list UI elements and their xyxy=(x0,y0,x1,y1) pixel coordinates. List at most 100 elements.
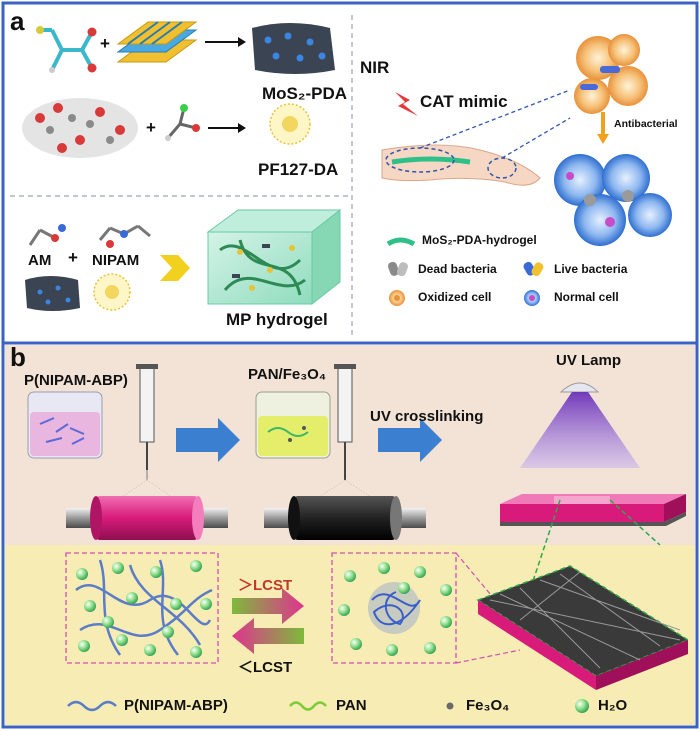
legend-hydrogel-icon xyxy=(386,237,416,247)
cat-mimic-label: CAT mimic xyxy=(420,92,508,111)
collapsed-chains-ball xyxy=(368,582,421,634)
blue-arrow-1-icon xyxy=(176,418,240,462)
legend-normal-cell-icon xyxy=(524,290,540,306)
nir-label: NIR xyxy=(360,58,390,77)
legend-live-bacteria-label: Live bacteria xyxy=(554,262,628,276)
lt-lcst-label: ＜LCST xyxy=(238,659,293,676)
extended-chains-network xyxy=(75,559,213,656)
nipam-label: NIPAM xyxy=(92,252,140,269)
fiber-membrane-zoom xyxy=(476,565,690,690)
water-droplet xyxy=(424,642,436,654)
arrow-to-mos2-pda xyxy=(205,37,246,47)
legend-p-nipam-abp-label: P(NIPAM-ABP) xyxy=(124,697,228,714)
water-droplet xyxy=(386,644,398,656)
water-droplet xyxy=(414,566,426,578)
p-nipam-abp-label: P(NIPAM-ABP) xyxy=(24,372,128,389)
water-molecules-collapsed xyxy=(338,562,452,656)
extended-state-box xyxy=(65,552,219,664)
water-molecules-extended xyxy=(76,560,212,658)
oxidized-cells-cluster-icon xyxy=(574,34,648,114)
water-droplet xyxy=(190,646,202,658)
beaker-p-nipam-abp-icon xyxy=(27,391,103,459)
water-droplet xyxy=(338,604,350,616)
acryloyl-chloride-molecule-icon xyxy=(165,104,200,141)
water-droplet xyxy=(344,570,356,582)
water-droplet xyxy=(200,598,212,610)
water-droplet xyxy=(112,562,124,574)
legend-dead-bacteria-label: Dead bacteria xyxy=(418,262,497,276)
blue-arrow-2-icon xyxy=(378,418,442,462)
uv-lamp-label: UV Lamp xyxy=(556,352,622,369)
nipam-molecule-icon xyxy=(98,224,151,248)
legend-fe3o4-icon xyxy=(446,702,454,710)
water-droplet xyxy=(102,616,114,628)
pf127-da-micelle-icon xyxy=(269,103,311,145)
panel-a-letter: a xyxy=(10,6,25,36)
antibacterial-arrow-icon xyxy=(597,112,609,144)
pf127-da-label: PF127-DA xyxy=(258,160,339,179)
legend-pan-label: PAN xyxy=(336,697,367,714)
mp-hydrogel-cube-icon xyxy=(206,208,342,306)
water-droplet xyxy=(116,634,128,646)
legend-oxidized-cell-label: Oxidized cell xyxy=(418,290,492,304)
water-droplet xyxy=(76,568,88,580)
water-droplet xyxy=(78,640,90,652)
water-droplet xyxy=(84,600,96,612)
legend-normal-cell-label: Normal cell xyxy=(554,290,619,304)
legend-h2o-label: H₂O xyxy=(598,697,628,714)
lcst-arrow-left xyxy=(232,618,304,654)
normal-cells-cluster-icon xyxy=(554,154,672,246)
plus-sign-1: + xyxy=(100,34,110,53)
dopamine-molecule-icon xyxy=(36,26,97,73)
water-droplet xyxy=(398,582,410,594)
am-molecule-icon xyxy=(28,224,66,246)
legend-dead-bacteria-icon xyxy=(387,261,408,277)
collapsed-state-box xyxy=(331,552,457,664)
uv-lamp-icon xyxy=(520,382,640,468)
legend-fe3o4-label: Fe₃O₄ xyxy=(466,697,510,714)
water-droplet xyxy=(190,560,202,572)
arrow-to-pf127-da xyxy=(208,123,246,133)
water-droplet xyxy=(350,638,362,650)
plus-sign-2: + xyxy=(146,118,156,137)
mos2-pda-label: MoS₂-PDA xyxy=(262,84,347,103)
legend-pan-icon xyxy=(289,701,327,711)
panel-b-letter: b xyxy=(10,342,26,372)
collector-roller-pink xyxy=(66,496,228,540)
legend-live-bacteria-icon xyxy=(523,261,544,277)
collector-roller-black xyxy=(264,496,426,540)
mos2-pda-small-sheet-icon xyxy=(25,276,80,311)
plus-sign-3: + xyxy=(68,248,78,267)
gt-lcst-label: ＞LCST xyxy=(238,577,293,594)
pf127-small-micelle-icon xyxy=(93,273,131,311)
water-droplet xyxy=(126,592,138,604)
water-droplet xyxy=(170,598,182,610)
syringe-1-icon xyxy=(136,364,158,480)
water-droplet xyxy=(162,626,174,638)
water-droplet xyxy=(150,566,162,578)
pf127-molecule-icon xyxy=(22,98,138,158)
mos2-nanosheets-icon xyxy=(116,21,198,63)
pan-fe3o4-label: PAN/Fe₃O₄ xyxy=(248,366,326,383)
mos2-pda-sheet-icon xyxy=(252,23,335,74)
mp-hydrogel-label: MP hydrogel xyxy=(226,310,328,329)
uv-crosslinking-label: UV crosslinking xyxy=(370,408,484,425)
crosslinked-membrane-slab xyxy=(500,494,686,526)
lcst-arrow-right xyxy=(232,588,304,624)
antibacterial-label: Antibacterial xyxy=(614,118,678,130)
legend-p-nipam-abp-icon xyxy=(67,700,117,712)
water-droplet xyxy=(378,562,390,574)
yellow-arrow-icon xyxy=(160,255,190,281)
am-label: AM xyxy=(28,252,52,269)
legend-h2o-icon xyxy=(575,699,589,713)
water-droplet xyxy=(440,616,452,628)
legend-hydrogel-label: MoS₂-PDA-hydrogel xyxy=(422,233,537,247)
legend-oxidized-cell-icon xyxy=(389,290,405,306)
water-droplet xyxy=(440,584,452,596)
hand-wrist-illustration xyxy=(381,89,571,186)
water-droplet xyxy=(144,644,156,656)
beaker-pan-fe3o4-icon xyxy=(255,391,331,459)
syringe-2-icon xyxy=(334,364,356,480)
